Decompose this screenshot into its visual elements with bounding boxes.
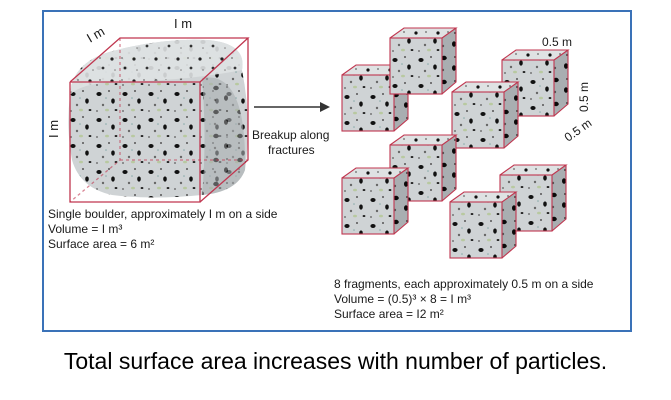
dim-label-side: I m xyxy=(46,120,61,138)
boulder-volume: Volume = I m³ xyxy=(48,222,122,236)
fragments-description-line1: 8 fragments, each approximately 0.5 m on… xyxy=(334,277,594,291)
figure-caption: Total surface area increases with number… xyxy=(63,348,608,374)
arrow-label-line2: fractures xyxy=(268,143,315,157)
single-boulder xyxy=(68,37,250,203)
boulder-breakup-figure: I m I m I m Single boulder, approximatel… xyxy=(42,10,632,332)
fragment-cube xyxy=(449,191,518,259)
fragment-cube xyxy=(389,27,458,95)
boulder-cube-edges xyxy=(69,37,250,203)
fragments-volume: Volume = (0.5)³ × 8 = I m³ xyxy=(334,292,471,306)
fragments-surface-area: Surface area = I2 m² xyxy=(334,307,444,321)
boulder-surface-area: Surface area = 6 m² xyxy=(48,237,154,251)
fragment-cube xyxy=(341,167,410,235)
fragment-cube xyxy=(501,49,570,117)
dim-label-top-right: I m xyxy=(174,16,192,31)
fragment-dim-side-vertical: 0.5 m xyxy=(577,82,591,112)
breakup-arrow xyxy=(254,102,330,112)
arrow-label-line1: Breakup along xyxy=(252,128,329,142)
fragment-cube xyxy=(451,81,520,149)
boulder-description-line1: Single boulder, approximately I m on a s… xyxy=(48,207,278,221)
fragment-dim-top: 0.5 m xyxy=(542,35,572,49)
